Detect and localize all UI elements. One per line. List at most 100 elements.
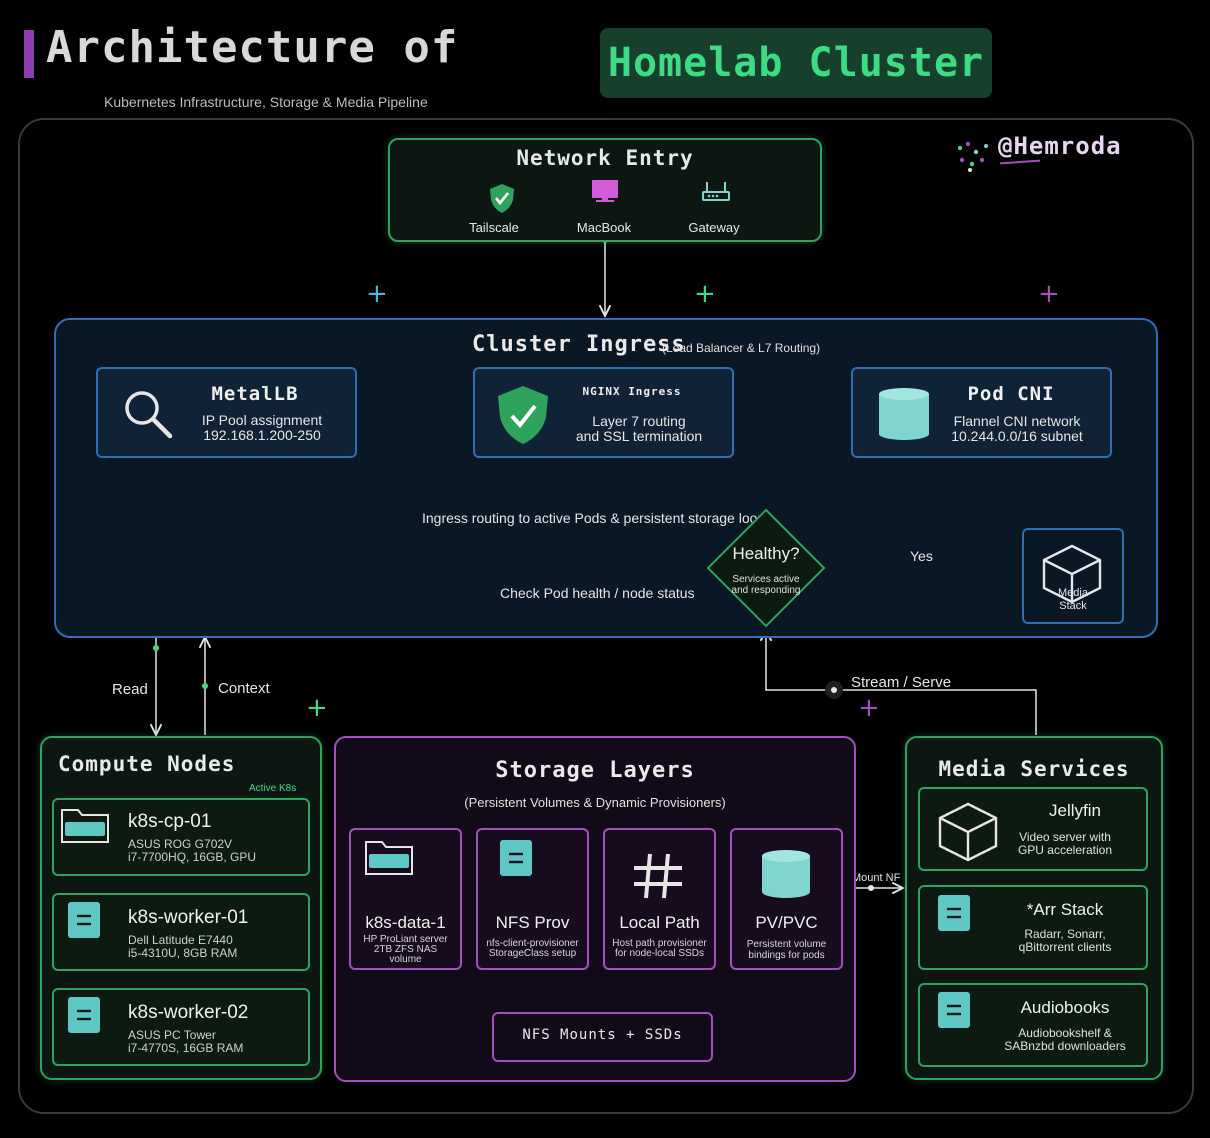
nfs-mounts-label: NFS Mounts + SSDs (522, 1027, 683, 1043)
decision-desc: Services active and responding (716, 574, 816, 596)
title-highlight-box (600, 28, 992, 98)
service-line-1: Video server with (1019, 830, 1111, 844)
storage-layer-local-path[interactable] (603, 828, 716, 970)
cube-icon (1040, 542, 1104, 606)
read-label: Read (112, 681, 148, 698)
hash-icon (632, 852, 684, 900)
layer-line-1: Persistent volume (746, 939, 827, 950)
service-desc: Video server with GPU acceleration (1000, 831, 1130, 857)
layer-desc: Host path provisioner for node-local SSD… (603, 939, 716, 959)
database-icon (876, 386, 932, 442)
metallb-line-1: IP Pool assignment (201, 412, 323, 428)
active-badge: Active K8s (249, 783, 297, 794)
nginx-desc: Layer 7 routing and SSL termination (558, 414, 720, 444)
page-title: Architecture of (46, 22, 459, 73)
pod-cni-line-2: 10.244.0.0/16 subnet (951, 428, 1083, 444)
service-desc: Audiobookshelf & SABnzbd downloaders (1000, 1027, 1130, 1053)
layer-name: PV/PVC (755, 913, 818, 932)
shield-check-icon (494, 384, 552, 446)
nginx-line-2: and SSL termination (575, 428, 703, 444)
folder-icon (60, 804, 112, 846)
service-name: *Arr Stack (1026, 900, 1104, 919)
layer-name: NFS Prov (495, 913, 570, 932)
diagram-frame (18, 118, 1194, 1114)
media-services-title: Media Services (938, 757, 1130, 781)
node-name: k8s-worker-01 (128, 907, 249, 928)
yes-label: Yes (910, 548, 933, 564)
nfs-mounts-box[interactable] (492, 1012, 713, 1062)
layer-line-2: StorageClass setup (488, 948, 577, 959)
cube-icon (936, 800, 1000, 864)
gateway-label[interactable]: Gateway (688, 220, 740, 235)
service-name: Audiobooks (1020, 998, 1110, 1017)
node-model: Dell Latitude E7440 (128, 933, 233, 947)
search-icon (120, 386, 176, 442)
cluster-ingress-note: (Load Balancer & L7 Routing) (662, 341, 821, 355)
layer-line-2: bindings for pods (748, 950, 825, 961)
decision-line-2: and responding (731, 585, 801, 596)
pod-cni-line-1: Flannel CNI network (953, 413, 1081, 429)
laptop-icon (588, 178, 622, 208)
layer-line-1: nfs-client-provisioner (486, 938, 579, 949)
metallb-card[interactable] (96, 367, 357, 458)
metallb-line-2: 192.168.1.200-250 (203, 427, 321, 443)
node-specs: Dell Latitude E7440 i5-4310U, 8GB RAM (128, 934, 237, 960)
server-icon (66, 900, 102, 940)
node-specs: ASUS ROG G702V i7-7700HQ, 16GB, GPU (128, 838, 256, 864)
health-decision-diamond[interactable] (706, 508, 826, 628)
author-handle[interactable]: @Hemroda (998, 132, 1122, 160)
service-line-1: Audiobookshelf & (1018, 1026, 1112, 1040)
macbook-label[interactable]: MacBook (576, 220, 632, 235)
server-icon (66, 995, 102, 1035)
layer-line-1: Host path provisioner (612, 938, 707, 949)
svg-text:+: + (1038, 279, 1060, 309)
file-icon (498, 838, 534, 878)
node-hardware: i5-4310U, 8GB RAM (128, 946, 238, 960)
layer-desc: nfs-client-provisioner StorageClass setu… (476, 939, 589, 959)
service-line-2: SABnzbd downloaders (1004, 1039, 1126, 1053)
pod-cni-title: Pod CNI (967, 383, 1055, 405)
stream-label: Stream / Serve (851, 674, 952, 691)
nginx-line-1: Layer 7 routing (592, 413, 686, 429)
svg-text:+: + (694, 279, 716, 309)
media-card-jellyfin[interactable] (918, 787, 1148, 871)
node-specs: ASUS PC Tower i7-4770S, 16GB RAM (128, 1029, 243, 1055)
tailscale-label[interactable]: Tailscale (469, 220, 519, 235)
layer-name: Local Path (619, 913, 700, 932)
svg-text:+: + (306, 693, 328, 723)
compute-nodes-title: Compute Nodes (58, 752, 236, 776)
storage-layer-data1[interactable] (349, 828, 462, 970)
router-icon (700, 178, 732, 204)
folder-icon (364, 836, 416, 878)
page-subtitle: Kubernetes Infrastructure, Storage & Med… (104, 94, 428, 110)
page-title-highlight: Homelab Cluster (607, 40, 985, 86)
nginx-card[interactable] (473, 367, 734, 458)
layer-line-1: HP ProLiant server (363, 934, 448, 945)
cluster-ingress-title: Cluster Ingress (472, 332, 686, 357)
layer-line-2: 2TB ZFS NAS (373, 944, 438, 955)
title-accent-bar (24, 30, 34, 78)
layer-desc: Persistent volume bindings for pods (730, 939, 843, 961)
service-name: Jellyfin (1049, 801, 1101, 820)
node-card-cp01[interactable] (52, 798, 310, 876)
storage-layer-nfs-prov[interactable] (476, 828, 589, 970)
context-label: Context (218, 680, 270, 697)
decision-line-1: Services active (732, 574, 800, 585)
health-note: Check Pod health / node status (500, 585, 695, 601)
layer-line-3: volume (389, 954, 422, 965)
routing-note: Ingress routing to active Pods & persist… (422, 510, 773, 526)
layer-line-2: for node-local SSDs (615, 948, 704, 959)
layer-desc: HP ProLiant server 2TB ZFS NAS volume (353, 935, 458, 965)
storage-subtitle: (Persistent Volumes & Dynamic Provisione… (464, 795, 726, 810)
node-model: ASUS ROG G702V (128, 837, 233, 851)
decision-title: Healthy? (732, 544, 800, 563)
shield-icon (486, 182, 518, 214)
node-model: ASUS PC Tower (128, 1028, 216, 1042)
metallb-title: MetalLB (211, 383, 299, 405)
metallb-desc: IP Pool assignment 192.168.1.200-250 (186, 413, 338, 443)
node-hardware: i7-7700HQ, 16GB, GPU (128, 850, 257, 864)
service-line-1: Radarr, Sonarr, (1024, 927, 1106, 941)
file-icon (936, 893, 972, 933)
mount-label: Mount NF (852, 872, 901, 884)
service-desc: Radarr, Sonarr, qBittorrent clients (1000, 928, 1130, 954)
